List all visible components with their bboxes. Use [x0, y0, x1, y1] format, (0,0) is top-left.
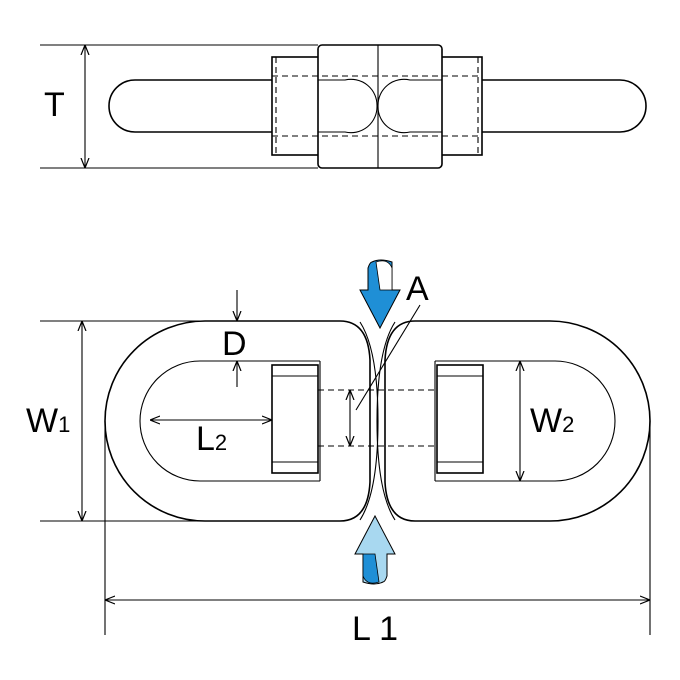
dimension-W2-label: W2	[530, 402, 574, 440]
dimension-D-label: D	[222, 325, 247, 363]
dimension-T-label: T	[44, 86, 65, 124]
dimension-W1-label: W1	[26, 402, 70, 440]
dimension-A-label: A	[406, 270, 429, 308]
dimension-L2-label: L2	[196, 420, 227, 458]
side-view-nut	[317, 44, 443, 169]
dimension-L1-label: L 1	[352, 610, 398, 648]
front-view: A D W1 L2 W2 L 1	[26, 259, 651, 648]
rotate-down-arrow-icon	[359, 259, 401, 330]
side-view: T	[40, 44, 647, 169]
rotate-up-arrow-icon	[354, 514, 396, 585]
front-view-right-link	[384, 320, 651, 522]
left-collar	[271, 364, 319, 474]
right-collar	[436, 364, 484, 474]
